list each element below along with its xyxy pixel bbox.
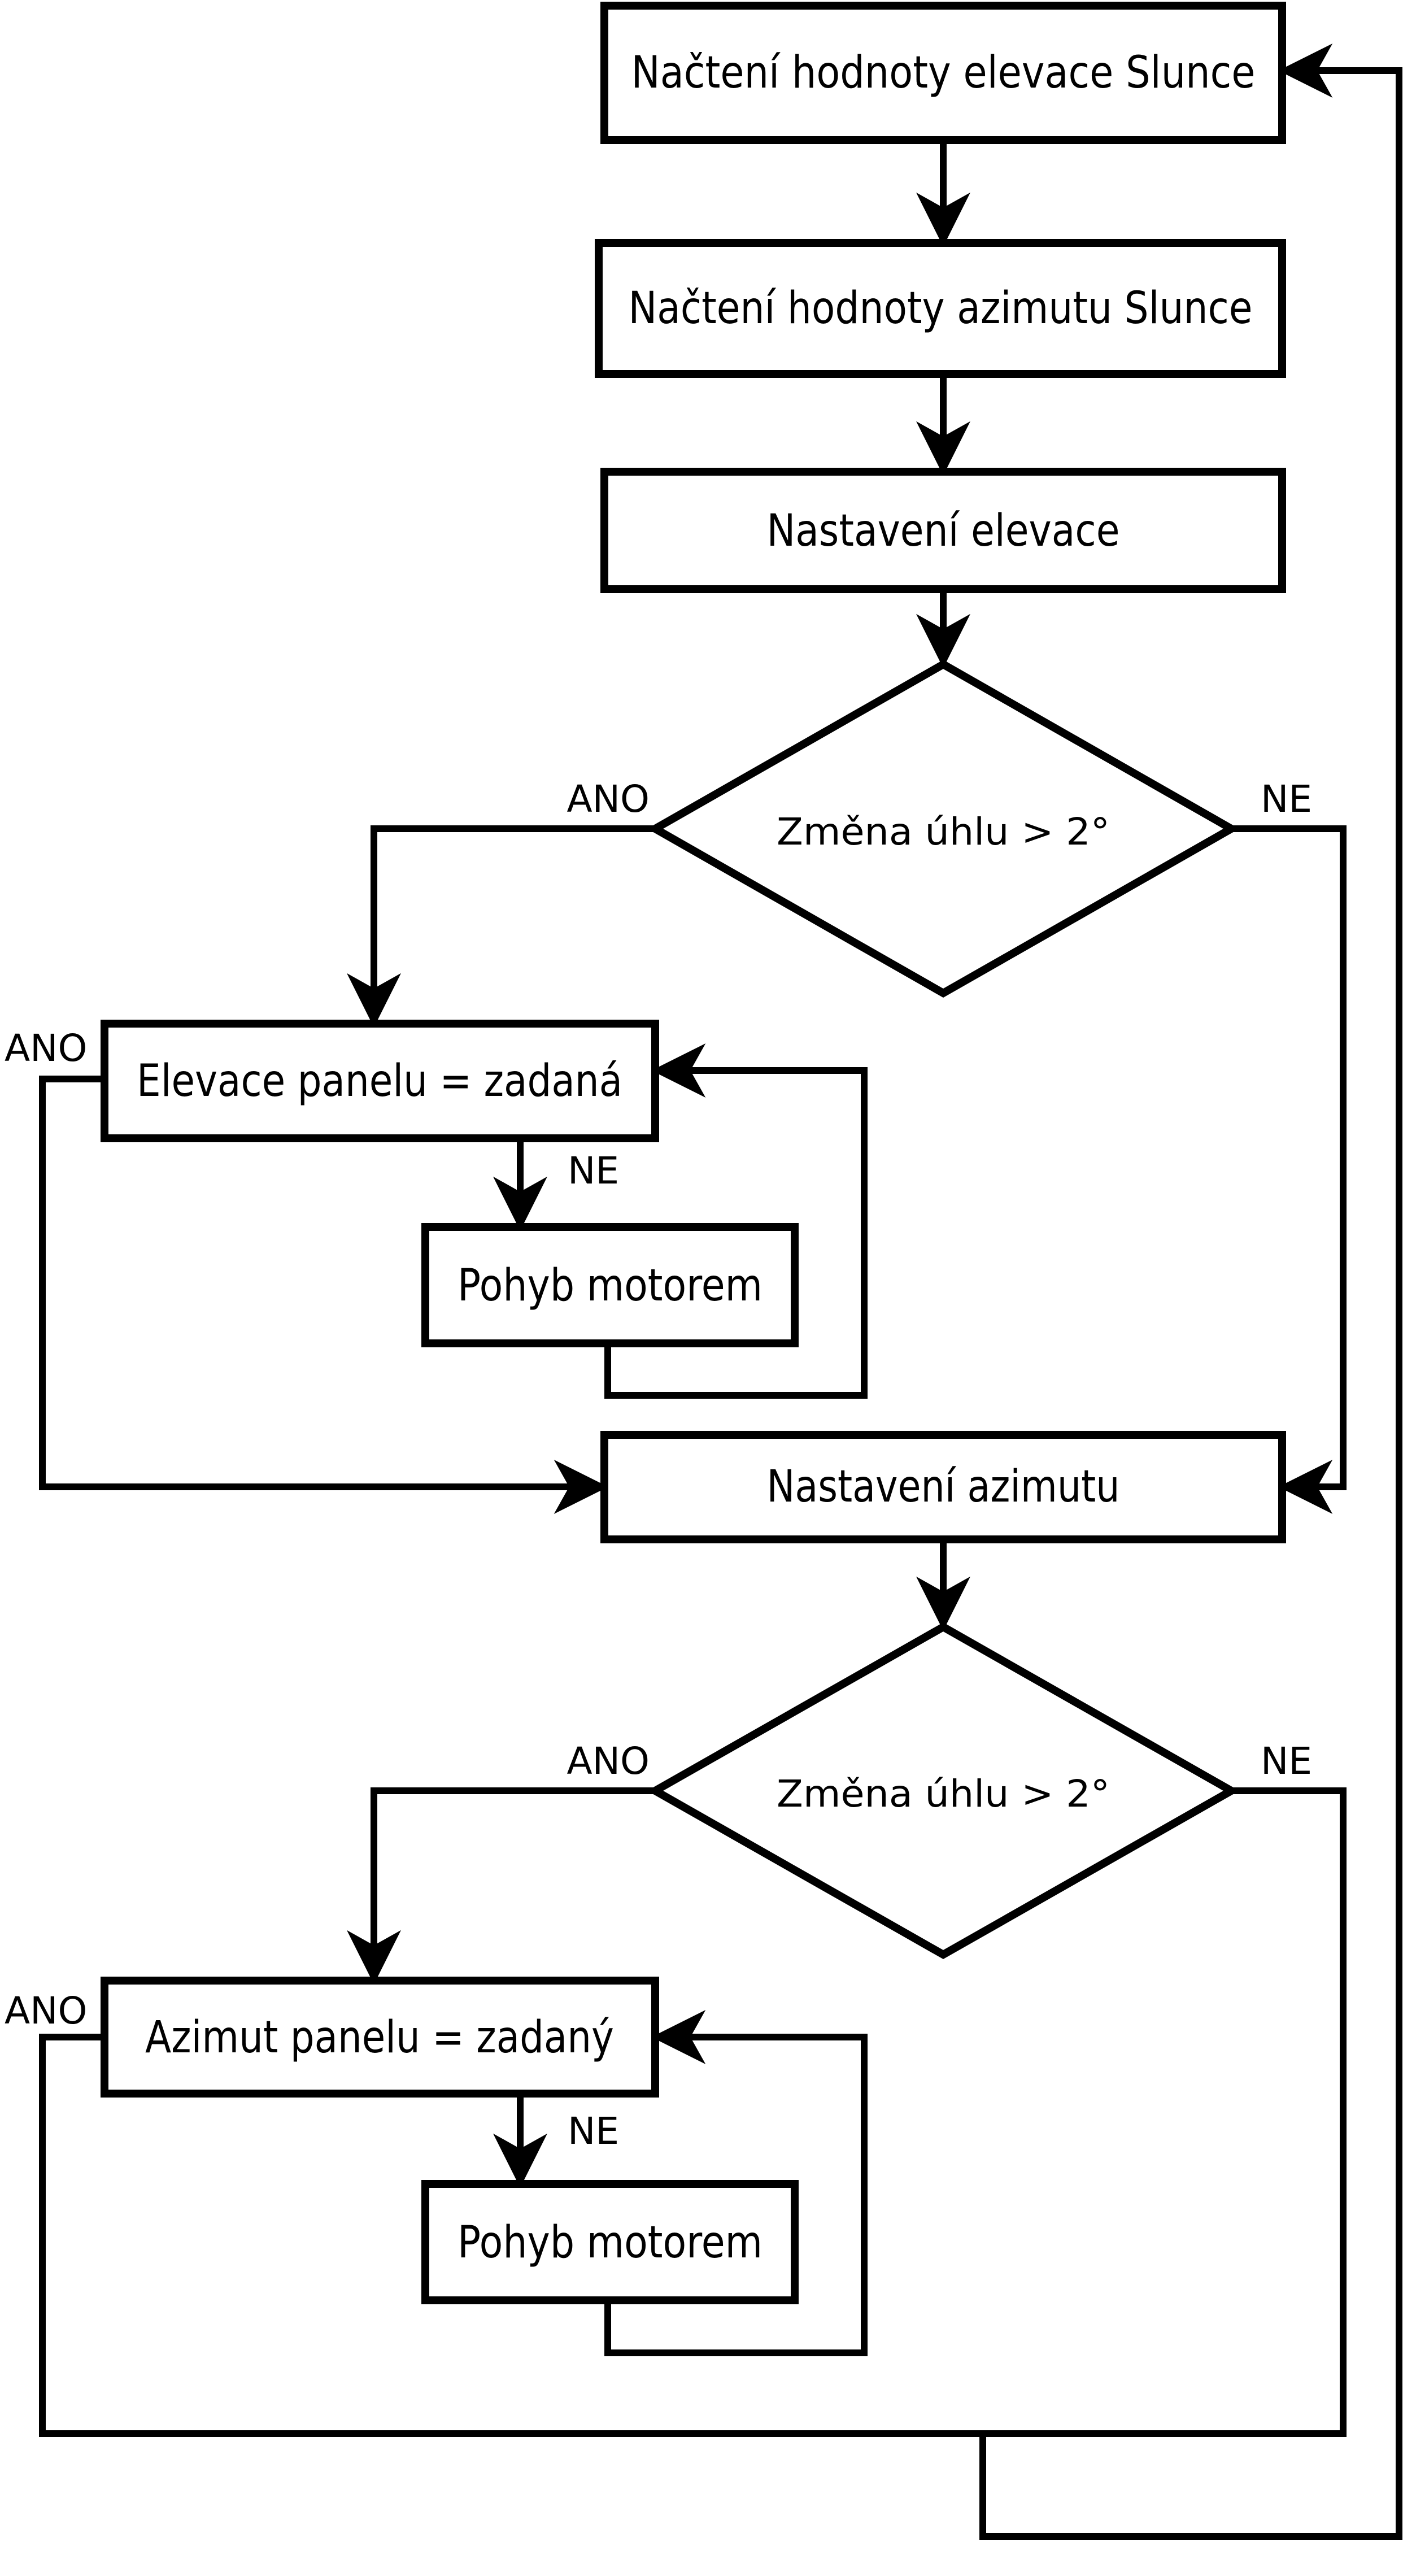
node-elevation-panel-check <box>101 1020 659 1142</box>
node-azimuth-angle-decision-label: Změna úhlu > 2° <box>777 1772 1110 1816</box>
node-elevation-panel-check-label: Elevace panelu = zadaná <box>137 1056 622 1107</box>
node-azimuth-motor-move <box>421 2180 799 2304</box>
edge-decision2-yes-to-azimuth-check <box>347 1787 655 1985</box>
edge-return-to-start <box>979 43 1402 2540</box>
node-elevation-angle-decision <box>647 659 1240 998</box>
node-load-sun-elevation-label: Načtení hodnoty elevace Slunce <box>631 47 1256 98</box>
edge-label-elevation-check-no: NE <box>568 1149 619 1193</box>
edge-label-decision2-no: NE <box>1261 1739 1312 1783</box>
node-set-elevation-label: Nastavení elevace <box>767 506 1120 556</box>
edge-azimuth-check-yes-bottom <box>39 2034 1347 2437</box>
edge-label-azimuth-check-no: NE <box>568 2109 619 2153</box>
node-azimuth-angle-decision <box>647 1622 1240 1960</box>
edge-elevation-check-yes-to-set-azimuth <box>39 1076 608 1514</box>
edge-decision2-no-down <box>1231 1787 1347 2434</box>
node-load-sun-elevation <box>600 2 1286 144</box>
edge-decision1-no-to-set-azimuth <box>1231 825 1347 1514</box>
node-elevation-motor-move-label: Pohyb motorem <box>457 1260 762 1311</box>
edge-decision1-yes-to-elevation-check <box>347 825 655 1028</box>
edge-label-decision2-yes: ANO <box>567 1739 650 1783</box>
edge-label-decision1-no: NE <box>1261 777 1312 821</box>
node-azimuth-motor-move-label: Pohyb motorem <box>457 2217 762 2268</box>
node-set-azimuth <box>600 1431 1286 1543</box>
node-azimuth-panel-check-label: Azimut panelu = zadaný <box>145 2012 614 2063</box>
node-load-sun-azimuth-label: Načtení hodnoty azimutu Slunce <box>629 283 1253 334</box>
edge-elevation-motor-loop-back <box>604 1043 868 1399</box>
node-elevation-angle-decision-label: Změna úhlu > 2° <box>777 810 1110 854</box>
node-set-azimuth-label: Nastavení azimutu <box>767 1461 1120 1512</box>
edge-label-decision1-yes: ANO <box>567 777 650 821</box>
edge-azimuth-motor-loop-back <box>604 2010 868 2356</box>
edge-label-elevation-check-yes: ANO <box>5 1026 87 1070</box>
edge-label-azimuth-check-yes: ANO <box>5 1989 87 2033</box>
